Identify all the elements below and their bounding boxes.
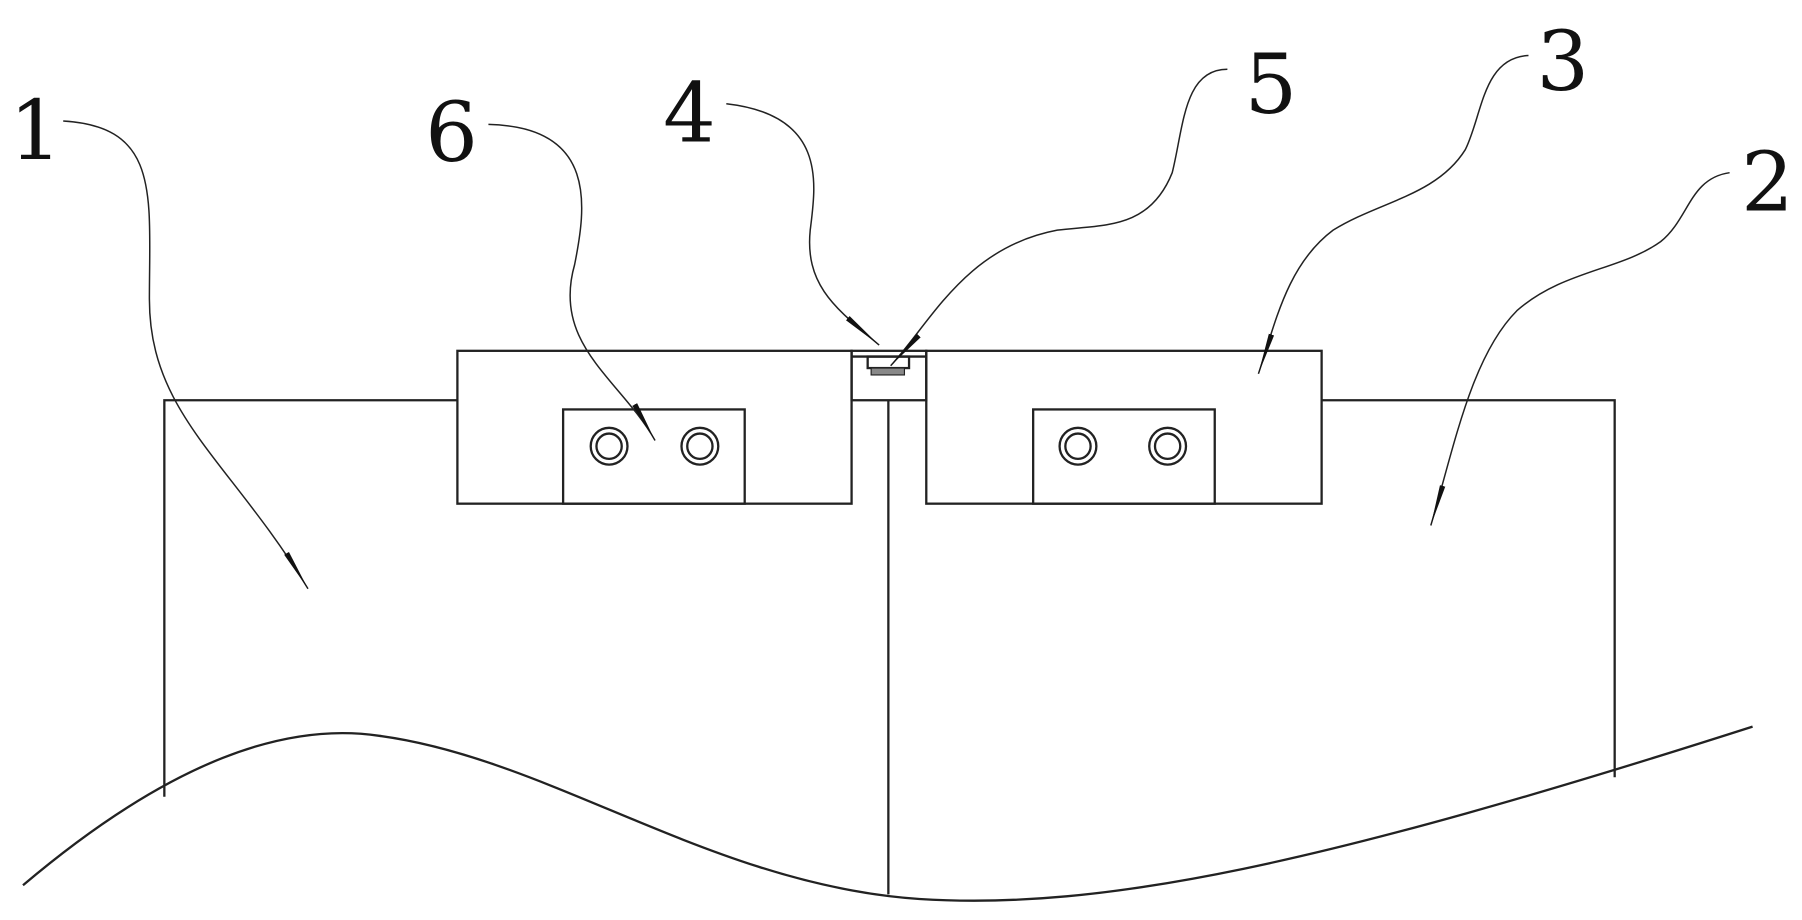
- part-5-strip: [871, 368, 904, 375]
- label-2: 2: [1741, 134, 1794, 231]
- left-panel: [164, 400, 457, 796]
- hinge-connector: [852, 351, 927, 400]
- label-5: 5: [1245, 36, 1298, 133]
- label-4: 4: [663, 65, 716, 162]
- left-fixing-block: [563, 409, 745, 503]
- left-plate: [457, 351, 851, 504]
- reference-labels: 1 2 3 4 5 6: [9, 13, 1794, 231]
- label-1: 1: [9, 82, 62, 179]
- right-plate: [926, 351, 1321, 504]
- right-panel: [1322, 400, 1615, 777]
- leader-lines: [63, 55, 1729, 588]
- right-fixing-block: [1033, 409, 1215, 503]
- label-3: 3: [1537, 13, 1590, 110]
- label-6: 6: [425, 84, 478, 181]
